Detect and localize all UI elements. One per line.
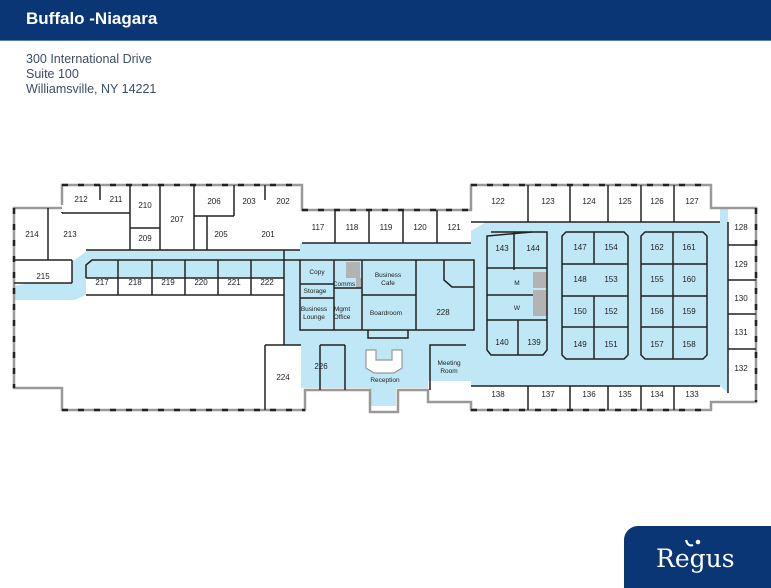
svg-text:140: 140 [495,338,509,347]
svg-text:131: 131 [734,328,748,337]
svg-text:130: 130 [734,294,748,303]
svg-text:213: 213 [63,230,77,239]
svg-text:Reception: Reception [370,377,400,384]
svg-text:220: 220 [194,278,208,287]
svg-text:Business: Business [375,272,402,279]
svg-text:157: 157 [650,340,664,349]
corridors [14,208,728,406]
exterior-wall-marks [12,183,758,412]
svg-text:120: 120 [413,223,427,232]
location-title: Buffalo -Niagara [26,9,158,28]
svg-text:214: 214 [25,230,39,239]
svg-text:218: 218 [128,278,142,287]
svg-text:205: 205 [214,230,228,239]
svg-text:153: 153 [604,275,618,284]
svg-text:Copy: Copy [309,269,325,276]
svg-text:124: 124 [582,197,596,206]
svg-text:209: 209 [138,234,152,243]
svg-text:158: 158 [682,340,696,349]
svg-text:202: 202 [276,197,290,206]
svg-text:148: 148 [573,275,587,284]
address-block: 300 International Drive Suite 100 Willia… [26,52,156,97]
svg-text:137: 137 [541,390,555,399]
svg-text:Boardroom: Boardroom [370,310,402,317]
crown-icon [684,539,701,547]
svg-text:222: 222 [260,278,274,287]
svg-text:211: 211 [110,195,123,204]
address-line-2: Suite 100 [26,67,79,81]
reception-desk [365,349,403,374]
svg-text:154: 154 [604,243,618,252]
svg-text:132: 132 [734,364,748,373]
address-line-3: Williamsville, NY 14221 [26,82,157,96]
svg-text:Meeting: Meeting [437,360,461,367]
svg-text:139: 139 [527,338,541,347]
svg-text:W: W [514,305,521,312]
svg-text:Business: Business [301,306,328,313]
svg-text:149: 149 [573,340,587,349]
svg-text:123: 123 [541,197,555,206]
svg-text:207: 207 [170,215,184,224]
svg-text:121: 121 [447,223,461,232]
svg-text:118: 118 [346,223,359,232]
svg-text:228: 228 [436,308,450,317]
svg-text:Room: Room [440,368,457,375]
svg-text:122: 122 [491,197,505,206]
svg-text:127: 127 [685,197,699,206]
address-line-1: 300 International Drive [26,52,152,66]
svg-text:Comms: Comms [333,281,356,288]
svg-text:126: 126 [650,197,664,206]
svg-text:162: 162 [650,243,664,252]
svg-text:135: 135 [618,390,632,399]
svg-text:147: 147 [573,243,587,252]
svg-text:155: 155 [650,275,664,284]
svg-text:210: 210 [138,201,152,210]
svg-text:117: 117 [312,223,325,232]
svg-text:119: 119 [380,223,393,232]
svg-text:226: 226 [314,362,328,371]
svg-text:134: 134 [650,390,664,399]
svg-text:212: 212 [74,195,88,204]
svg-text:203: 203 [242,197,256,206]
svg-text:129: 129 [734,260,748,269]
svg-text:144: 144 [526,244,540,253]
svg-text:Cafe: Cafe [381,280,395,287]
svg-text:217: 217 [95,278,109,287]
svg-text:133: 133 [685,390,699,399]
svg-text:Storage: Storage [304,288,327,295]
svg-text:161: 161 [682,243,696,252]
svg-text:221: 221 [227,278,241,287]
svg-text:224: 224 [276,373,290,382]
svg-text:159: 159 [682,307,696,316]
service-areas [346,262,547,316]
svg-text:Office: Office [334,314,351,321]
header-bar: Buffalo -Niagara [0,0,771,41]
svg-text:151: 151 [604,340,618,349]
svg-text:160: 160 [682,275,696,284]
svg-text:156: 156 [650,307,664,316]
svg-text:Lounge: Lounge [303,314,325,321]
logo-text: Regus [656,544,735,573]
svg-text:215: 215 [36,272,50,281]
room-labels: 212 211 210 207 206 203 202 214 213 209 … [25,195,748,399]
svg-text:138: 138 [491,390,505,399]
svg-text:152: 152 [604,307,618,316]
svg-text:Mgmt: Mgmt [334,306,350,313]
svg-text:201: 201 [261,230,275,239]
svg-text:143: 143 [495,244,509,253]
svg-text:150: 150 [573,307,587,316]
regus-logo: Regus [624,526,771,588]
svg-text:136: 136 [582,390,596,399]
interior-walls [14,185,756,410]
svg-text:128: 128 [734,223,748,232]
svg-text:M: M [514,280,519,287]
svg-text:206: 206 [207,197,221,206]
svg-text:219: 219 [161,278,175,287]
svg-text:125: 125 [618,197,632,206]
